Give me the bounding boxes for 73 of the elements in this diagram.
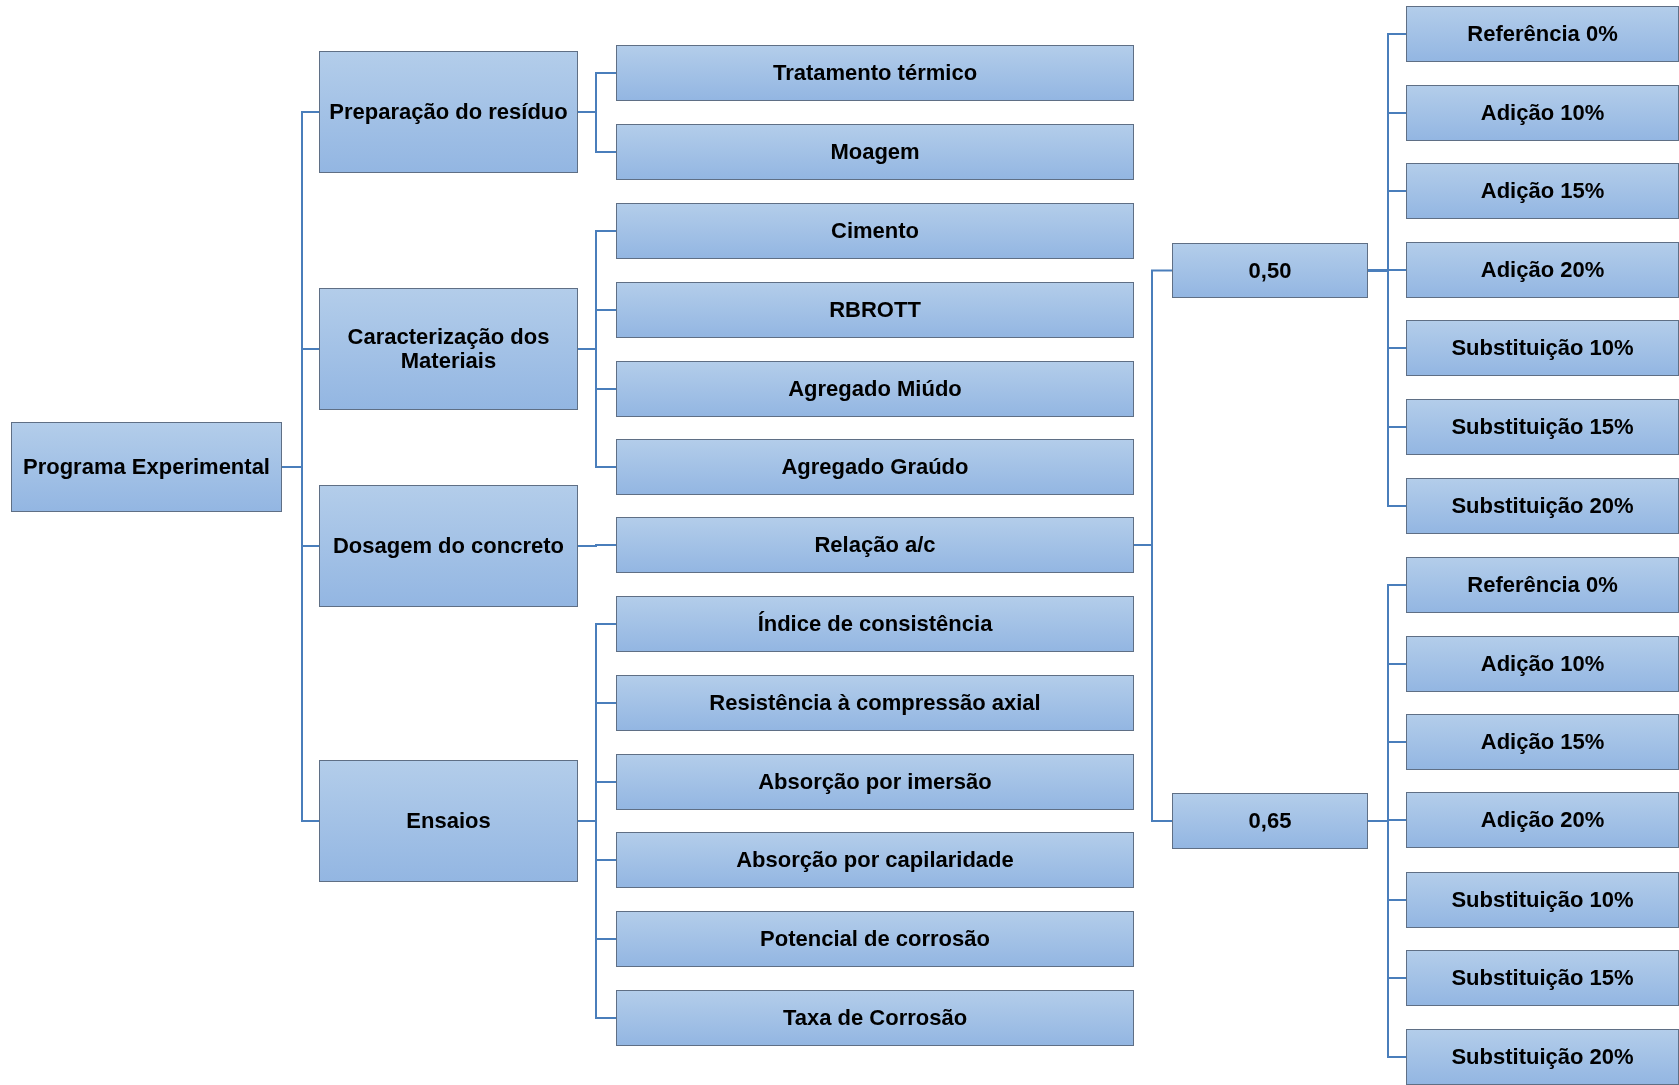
process-box (616, 124, 1134, 180)
process-box (1172, 793, 1368, 849)
box-label: Moagem (830, 140, 920, 164)
box-label: Adição 10% (1480, 652, 1605, 676)
box-label: Absorção por capilaridade (736, 848, 1014, 872)
box-label: Substituição 10% (1451, 888, 1634, 912)
process-box (1172, 243, 1368, 298)
process-box (1406, 950, 1679, 1006)
box-label: Potencial de corrosão (760, 927, 990, 951)
box-label: Referência 0% (1467, 22, 1618, 46)
process-box (319, 760, 578, 882)
process-box (1406, 242, 1679, 298)
box-label: Absorção por imersão (758, 770, 992, 794)
process-box (616, 990, 1134, 1046)
process-box (616, 203, 1134, 259)
process-box (1406, 6, 1679, 62)
process-box (1406, 478, 1679, 534)
process-box (616, 911, 1134, 967)
process-box (1406, 163, 1679, 219)
process-box (616, 596, 1134, 652)
process-box (616, 282, 1134, 338)
box-label: Cimento (831, 219, 919, 243)
connector-line (577, 544, 617, 547)
process-box (1406, 1029, 1679, 1085)
box-label: Agregado Miúdo (788, 377, 962, 401)
box-label: Índice de consistência (757, 612, 993, 636)
process-box (616, 675, 1134, 731)
box-label: Programa Experimental (23, 455, 270, 479)
process-box (1406, 872, 1679, 928)
box-label: 0,50 (1248, 258, 1292, 283)
process-box (1406, 636, 1679, 692)
process-box (319, 288, 578, 410)
box-label: Adição 15% (1480, 179, 1605, 203)
box-label: Ensaios (406, 809, 491, 833)
box-label: Tratamento térmico (772, 61, 978, 85)
box-label: Substituição 20% (1451, 1045, 1634, 1069)
process-box (1406, 714, 1679, 770)
process-box (616, 832, 1134, 888)
connector-line (577, 111, 617, 153)
process-box (616, 517, 1134, 573)
box-label: Substituição 10% (1451, 336, 1634, 360)
process-box (1406, 557, 1679, 613)
box-label: Dosagem do concreto (332, 534, 564, 558)
box-label: Caracterização dos Materiais (346, 325, 551, 373)
box-label: Agregado Graúdo (781, 455, 969, 479)
box-label: 0,65 (1248, 809, 1292, 833)
box-label: Adição 20% (1480, 808, 1605, 832)
connector-line (577, 348, 617, 468)
process-box (319, 51, 578, 173)
process-box (1406, 320, 1679, 376)
connector-line (1133, 544, 1173, 822)
process-box (319, 485, 578, 607)
process-box (1406, 792, 1679, 848)
box-label: Substituição 15% (1451, 415, 1634, 439)
box-label: Resistência à compressão axial (709, 691, 1041, 715)
box-label: Preparação do resíduo (329, 100, 568, 124)
process-box (616, 45, 1134, 101)
box-label: Adição 20% (1480, 258, 1605, 282)
process-box (11, 422, 282, 512)
process-box (1406, 85, 1679, 141)
process-box (616, 361, 1134, 417)
connector-line (577, 820, 617, 1019)
process-box (616, 439, 1134, 495)
box-label: Taxa de Corrosão (782, 1006, 968, 1030)
process-box (1406, 399, 1679, 455)
box-label: Relação a/c (814, 533, 936, 557)
box-label: Substituição 15% (1451, 966, 1634, 990)
process-box (616, 754, 1134, 810)
box-label: RBROTT (829, 298, 921, 322)
box-label: Adição 15% (1480, 730, 1605, 754)
box-label: Adição 10% (1480, 101, 1605, 125)
box-label: Referência 0% (1467, 573, 1618, 597)
box-label: Substituição 20% (1451, 494, 1634, 518)
